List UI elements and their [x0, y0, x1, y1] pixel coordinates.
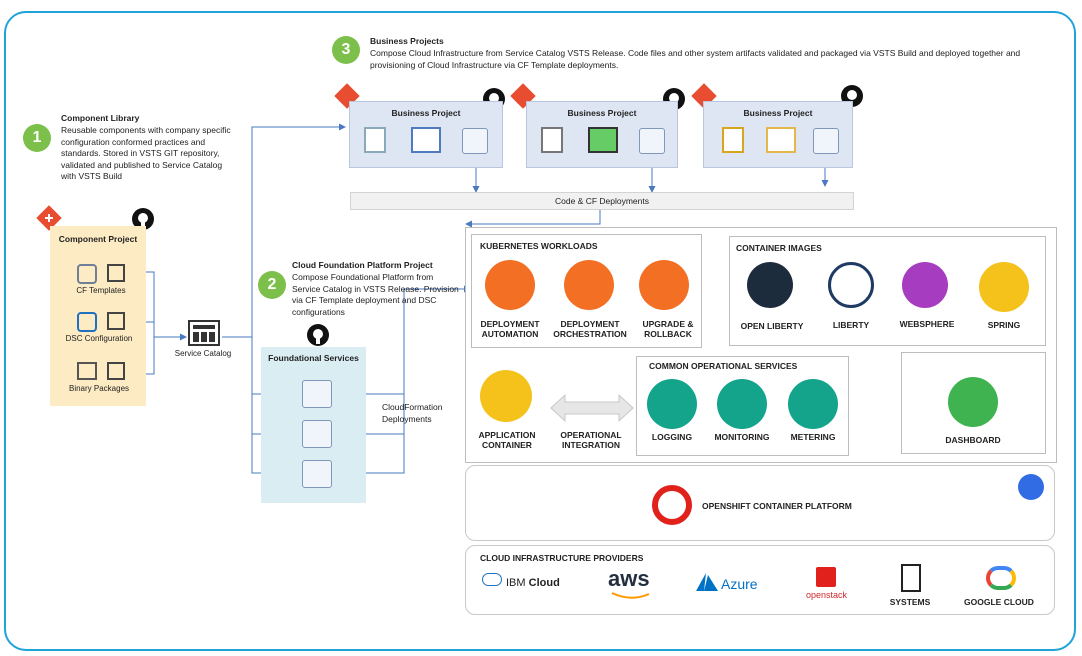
package-icon	[107, 264, 125, 282]
aws-smile-icon	[611, 592, 650, 599]
upload-icon	[639, 128, 665, 154]
step-1-title: Component Library	[61, 113, 140, 123]
ibm-cloud-icon	[482, 573, 502, 586]
document-icon	[588, 127, 618, 153]
openstack-icon	[816, 567, 836, 587]
gift-icon	[77, 362, 97, 380]
upgrade-rollback-icon	[639, 260, 689, 310]
ops-item-metering: METERING	[790, 432, 836, 442]
openshift-label: OPENSHIFT CONTAINER PLATFORM	[702, 501, 852, 511]
business-project-title-2: Business Project	[567, 108, 637, 118]
step-1-badge: 1	[23, 124, 51, 152]
k8s-item-upgrade-rollback: UPGRADE & ROLLBACK	[642, 319, 694, 339]
step-2-text: Compose Foundational Platform from Servi…	[292, 272, 459, 317]
foundational-services-title: Foundational Services	[268, 353, 359, 363]
github-icon	[132, 208, 154, 230]
deployment-automation-icon	[485, 260, 535, 310]
container-images-title: CONTAINER IMAGES	[736, 243, 822, 253]
service-catalog-icon	[188, 320, 220, 346]
k8s-item-deployment-orchestration: DEPLOYMENT ORCHESTRATION	[553, 319, 627, 339]
diagram-frame	[4, 11, 1076, 651]
image-item-websphere: WEBSPHERE	[899, 319, 955, 329]
business-project-title-1: Business Project	[391, 108, 461, 118]
step-2-badge: 2	[258, 271, 286, 299]
cloudformation-deployments-label: CloudFormation Deployments	[382, 402, 443, 424]
cloud-providers-title: CLOUD INFRASTRUCTURE PROVIDERS	[480, 553, 644, 563]
operational-integration-label: OPERATIONAL INTEGRATION	[560, 430, 622, 450]
monitoring-icon	[717, 379, 767, 429]
package-icon	[107, 362, 125, 380]
step-3-badge: 3	[332, 36, 360, 64]
dashboard-label: DASHBOARD	[945, 435, 1001, 445]
package-icon	[107, 312, 125, 330]
step-3-text: Compose Cloud Infrastructure from Servic…	[370, 48, 1021, 70]
code-file-icon	[722, 127, 744, 153]
component-project-box: Component Project	[50, 226, 146, 406]
ops-item-logging: LOGGING	[651, 432, 693, 442]
systems-label: SYSTEMS	[889, 597, 931, 607]
component-item-binary: Binary Packages	[68, 384, 130, 393]
image-item-spring: SPRING	[987, 320, 1021, 330]
component-item-dsc: DSC Configuration	[65, 334, 133, 343]
spring-icon	[979, 262, 1029, 312]
google-cloud-icon	[986, 566, 1016, 590]
code-file-icon	[364, 127, 386, 153]
component-project-title: Component Project	[58, 234, 138, 244]
step-3-title: Business Projects	[370, 36, 444, 46]
openshift-panel	[465, 465, 1055, 541]
upload-icon	[813, 128, 839, 154]
k8s-item-deployment-automation: DEPLOYMENT AUTOMATION	[480, 319, 540, 339]
ibm-cloud-suffix: Cloud	[528, 577, 560, 589]
ibm-cloud-logo: IBM Cloud	[506, 577, 560, 589]
cloud-providers-panel: CLOUD INFRASTRUCTURE PROVIDERS	[465, 545, 1055, 615]
image-item-open-liberty: OPEN LIBERTY	[740, 321, 804, 331]
google-cloud-label: GOOGLE CLOUD	[964, 597, 1034, 607]
code-cf-deployments-bar: Code & CF Deployments	[350, 192, 854, 210]
logging-icon	[647, 379, 697, 429]
aws-logo: aws	[608, 566, 650, 591]
metering-icon	[788, 379, 838, 429]
azure-icon	[696, 573, 718, 591]
dashboard-icon	[948, 377, 998, 427]
step-2-title: Cloud Foundation Platform Project	[292, 260, 433, 270]
ops-item-monitoring: MONITORING	[714, 432, 770, 442]
step-1-text: Reusable components with company specifi…	[61, 125, 231, 181]
cf-template-icon	[77, 264, 97, 284]
application-container-label: APPLICATION CONTAINER	[478, 430, 536, 450]
openstack-logo: openstack	[806, 590, 848, 600]
kubernetes-icon	[1018, 474, 1044, 500]
deployment-orchestration-icon	[564, 260, 614, 310]
document-icon	[766, 127, 796, 153]
git-icon	[36, 205, 62, 231]
openshift-icon	[652, 485, 692, 525]
liberty-icon	[828, 262, 874, 308]
common-ops-title: COMMON OPERATIONAL SERVICES	[649, 361, 798, 371]
systems-icon	[901, 564, 921, 592]
github-icon	[307, 324, 329, 346]
websphere-icon	[902, 262, 948, 308]
upload-icon	[462, 128, 488, 154]
business-project-title-3: Business Project	[743, 108, 813, 118]
upload-icon	[302, 420, 332, 448]
open-liberty-icon	[747, 262, 793, 308]
component-item-cf-templates: CF Templates	[76, 286, 126, 295]
document-icon	[411, 127, 441, 153]
azure-logo: Azure	[721, 576, 758, 592]
application-container-icon	[480, 370, 532, 422]
upload-icon	[302, 460, 332, 488]
ibm-cloud-prefix: IBM	[506, 577, 526, 589]
kubernetes-workloads-title: KUBERNETES WORKLOADS	[480, 241, 598, 251]
dsc-icon	[77, 312, 97, 332]
image-item-liberty: LIBERTY	[832, 320, 870, 330]
upload-icon	[302, 380, 332, 408]
service-catalog-label: Service Catalog	[174, 349, 232, 358]
double-arrow-icon	[550, 393, 634, 423]
code-file-icon	[541, 127, 563, 153]
